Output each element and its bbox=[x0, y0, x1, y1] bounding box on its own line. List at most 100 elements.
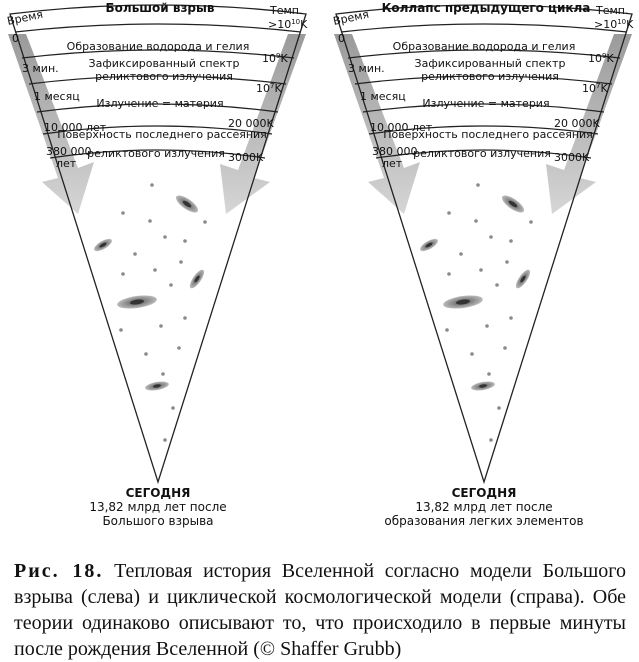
star-dot bbox=[503, 346, 507, 350]
row-text: Зафиксированный спектр bbox=[415, 57, 566, 70]
band-line bbox=[375, 149, 592, 159]
star-dot bbox=[459, 252, 463, 256]
row-temp: >1010K bbox=[268, 18, 308, 31]
time-arrow bbox=[334, 34, 420, 214]
row-text: Излучение = материя bbox=[422, 97, 549, 110]
star-dot bbox=[171, 406, 175, 410]
galaxy-icon bbox=[145, 381, 169, 391]
star-dot bbox=[133, 252, 137, 256]
temperature-arrow bbox=[220, 34, 306, 214]
row-time: 0 bbox=[12, 32, 19, 45]
star-dot bbox=[470, 352, 474, 356]
row-text: Образование водорода и гелия bbox=[393, 40, 576, 53]
row-temp: 107K bbox=[582, 82, 608, 95]
today-text: 13,82 млрд лет после bbox=[89, 500, 226, 514]
star-dot bbox=[529, 220, 533, 224]
panel-title: Коллапс предыдущего цикла bbox=[382, 1, 591, 15]
row-text: реликтового излучения bbox=[421, 70, 559, 83]
caption-label: Рис. 18. bbox=[14, 560, 104, 582]
row-time: 10 000 лет bbox=[370, 121, 433, 134]
today-text: Большого взрыва bbox=[102, 514, 213, 528]
star-dot bbox=[489, 235, 493, 239]
star-dot bbox=[183, 239, 187, 243]
row-time: лет bbox=[382, 157, 403, 170]
band-line bbox=[340, 23, 628, 33]
star-dot bbox=[177, 346, 181, 350]
time-axis-label: Время bbox=[6, 8, 44, 28]
temp-axis-label: Темп. bbox=[595, 4, 628, 17]
star-dot bbox=[159, 324, 163, 328]
today-label: СЕГОДНЯ bbox=[452, 486, 517, 500]
row-text: реликтового излучения bbox=[413, 147, 551, 160]
band-line bbox=[362, 103, 605, 113]
cone-outline bbox=[9, 4, 307, 485]
star-dot bbox=[474, 219, 478, 223]
star-dot bbox=[445, 328, 449, 332]
temp-axis-label: Темп. bbox=[269, 4, 302, 17]
star-dot bbox=[144, 352, 148, 356]
row-temp: 3000K bbox=[228, 151, 264, 164]
star-dot bbox=[119, 328, 123, 332]
galaxy-icon bbox=[420, 238, 438, 252]
band-line bbox=[42, 125, 273, 135]
row-temp: 109K bbox=[262, 52, 288, 65]
galaxy-icon bbox=[175, 195, 199, 213]
row-time: 380 000 bbox=[46, 145, 92, 158]
today-label: СЕГОДНЯ bbox=[126, 486, 191, 500]
temperature-arrow bbox=[546, 34, 632, 214]
row-text: Поверхность последнего рассеяния bbox=[57, 128, 267, 141]
band-line bbox=[36, 103, 279, 113]
star-dot bbox=[447, 211, 451, 215]
star-dot bbox=[150, 183, 154, 187]
galaxy-icon bbox=[515, 269, 531, 289]
star-dot bbox=[148, 219, 152, 223]
star-dot bbox=[163, 235, 167, 239]
star-dot bbox=[163, 438, 167, 442]
star-dot bbox=[169, 283, 173, 287]
row-text: Зафиксированный спектр bbox=[89, 57, 240, 70]
star-dots bbox=[445, 183, 533, 442]
star-dot bbox=[489, 438, 493, 442]
row-time: 10 000 лет bbox=[44, 121, 107, 134]
star-dot bbox=[509, 316, 513, 320]
galaxy-icon bbox=[94, 238, 112, 252]
star-dot bbox=[447, 272, 451, 276]
band-line bbox=[21, 49, 295, 59]
panel-left: Большой взрыв Время Темп. 0 Образование … bbox=[6, 1, 308, 528]
cone-outline bbox=[335, 4, 633, 485]
row-time: 3 мин. bbox=[348, 62, 385, 75]
band-line bbox=[354, 75, 613, 85]
row-time: 0 bbox=[338, 32, 345, 45]
figure-caption: Рис. 18. Тепловая история Вселенной согл… bbox=[14, 558, 626, 662]
row-temp: >1010K bbox=[594, 18, 634, 31]
cosmology-diagram: Большой взрыв Время Темп. 0 Образование … bbox=[6, 1, 634, 528]
galaxy-icon bbox=[471, 381, 495, 391]
panel-title: Большой взрыв bbox=[106, 1, 215, 15]
row-temp: 109K bbox=[588, 52, 614, 65]
row-time: 3 мин. bbox=[22, 62, 59, 75]
star-dot bbox=[203, 220, 207, 224]
star-dot bbox=[121, 272, 125, 276]
galaxy-icon bbox=[189, 269, 205, 289]
galaxy-icon bbox=[443, 295, 483, 309]
star-dot bbox=[153, 268, 157, 272]
row-text: Поверхность последнего рассеяния bbox=[383, 128, 593, 141]
band-line bbox=[28, 75, 287, 85]
star-dot bbox=[497, 406, 501, 410]
star-dot bbox=[487, 372, 491, 376]
row-text: Излучение = материя bbox=[96, 97, 223, 110]
row-time: 1 месяц bbox=[34, 90, 80, 103]
today-text: 13,82 млрд лет после bbox=[415, 500, 552, 514]
band-line bbox=[49, 149, 266, 159]
time-arrow bbox=[8, 34, 94, 214]
star-dot bbox=[121, 211, 125, 215]
star-dot bbox=[161, 372, 165, 376]
row-text: реликтового излучения bbox=[95, 70, 233, 83]
galaxy-icon bbox=[501, 195, 525, 213]
band-line bbox=[14, 23, 302, 33]
galaxy-icon bbox=[117, 295, 157, 309]
row-temp: 3000K bbox=[554, 151, 590, 164]
row-text: реликтового излучения bbox=[87, 147, 225, 160]
today-text: образования легких элементов bbox=[384, 514, 583, 528]
star-dot bbox=[479, 268, 483, 272]
